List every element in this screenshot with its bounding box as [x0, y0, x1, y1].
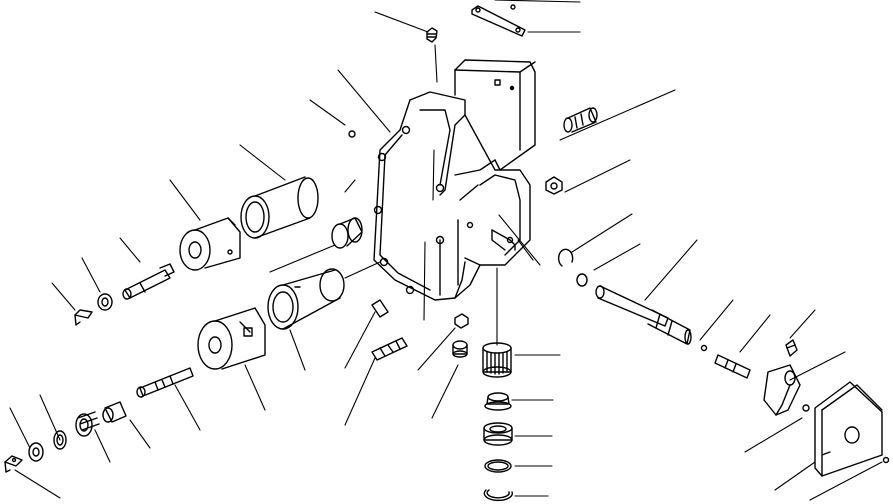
o-ring-right	[577, 274, 587, 286]
filter-cap	[485, 393, 511, 410]
snap-ring	[484, 490, 512, 500]
end-plate	[815, 382, 882, 476]
sleeve-upper	[241, 177, 318, 238]
small-pin	[349, 131, 355, 137]
pump-housing	[374, 60, 535, 300]
spring-lower	[76, 412, 99, 436]
o-ring	[485, 460, 511, 472]
nut	[546, 177, 562, 194]
stud-lower	[137, 368, 193, 397]
bushing-lower	[103, 402, 126, 422]
snap-ring-right	[559, 249, 573, 266]
lever	[764, 365, 800, 415]
adjust-screw	[715, 355, 750, 378]
collar-lower	[198, 308, 265, 369]
dowel-pin	[372, 300, 388, 317]
shaft	[596, 286, 691, 344]
lock-plate-lower	[5, 456, 22, 472]
lock-plate-upper	[75, 310, 92, 325]
washer-lower-b	[29, 443, 43, 461]
small-pin-right	[702, 346, 707, 351]
plug-large	[484, 423, 512, 445]
bushing	[332, 218, 362, 248]
top-bracket	[472, 6, 525, 36]
top-bolt	[511, 5, 515, 9]
stud-upper	[123, 264, 174, 299]
leader-lines	[10, 0, 882, 500]
spring-pin-top	[427, 28, 437, 42]
roller	[564, 108, 597, 132]
sleeve-lower	[268, 269, 344, 329]
washer-lower-a	[54, 431, 66, 449]
set-screw	[372, 338, 407, 360]
plug-small	[455, 314, 468, 328]
lever-screw	[786, 340, 797, 356]
end-screw	[884, 458, 889, 463]
washer-upper	[98, 294, 112, 310]
collar-upper	[180, 218, 240, 270]
plug	[453, 341, 467, 357]
lever-screw-small	[803, 405, 809, 411]
filter	[483, 343, 511, 377]
